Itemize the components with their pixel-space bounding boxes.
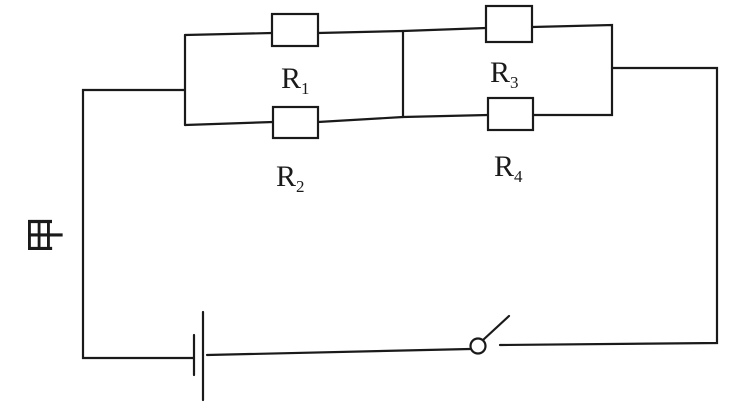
label-r1: R1 — [281, 62, 310, 98]
label-r4: R4 — [494, 150, 523, 186]
figure-label: 甲 — [23, 215, 69, 255]
label-r2: R2 — [276, 160, 305, 196]
open-switch-icon — [469, 314, 511, 355]
resistor-r3 — [484, 4, 534, 44]
wires — [81, 23, 719, 360]
resistor-r1 — [270, 12, 320, 48]
resistor-r2 — [271, 105, 320, 140]
resistor-r4 — [486, 96, 535, 132]
battery-icon — [192, 310, 205, 402]
label-r3: R3 — [490, 56, 519, 92]
